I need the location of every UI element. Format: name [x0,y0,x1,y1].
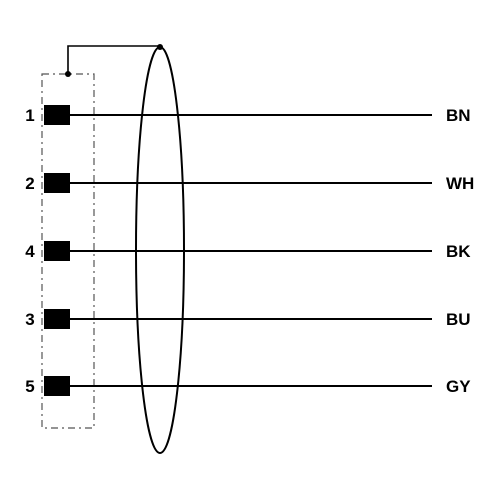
wire-color-label: BK [446,242,471,261]
pin-contact-block [44,105,70,125]
pin-number-label: 1 [25,106,34,125]
pin-number-label: 4 [25,242,35,261]
shield-drain-lead [67,45,161,74]
wire-color-label: WH [446,174,474,193]
shield-connection-dot [157,44,163,50]
pin-contact-block [44,173,70,193]
pin-number-label: 5 [25,377,34,396]
pin-contact-block [44,309,70,329]
wire-row-2: 4 BK [25,241,471,261]
wire-row-1: 2 WH [25,173,474,193]
wire-color-label: BN [446,106,471,125]
pin-number-label: 3 [25,310,34,329]
wire-row-0: 1 BN [25,105,471,125]
wire-color-label: GY [446,377,471,396]
wire-row-4: 5 GY [25,376,471,396]
connector-housing-outline [41,73,95,429]
wire-row-3: 3 BU [25,309,471,329]
pin-number-label: 2 [25,174,34,193]
housing-connection-dot [65,71,71,77]
wire-color-label: BU [446,310,471,329]
pin-contact-block [44,241,70,261]
pin-contact-block [44,376,70,396]
